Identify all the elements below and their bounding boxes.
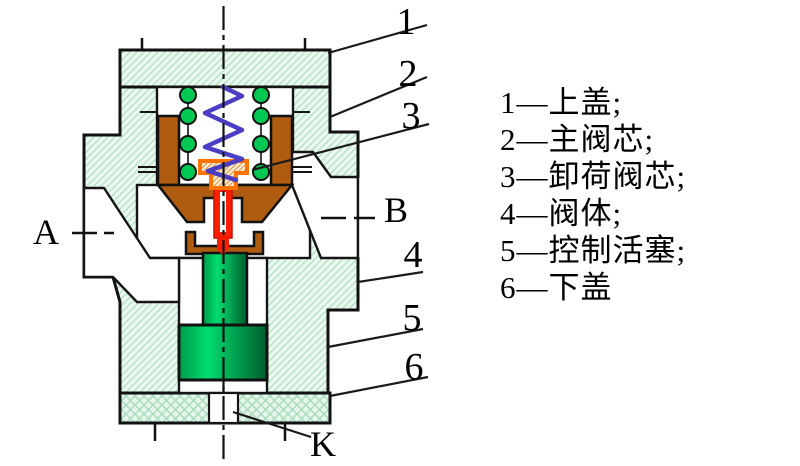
callout-number-3: 3 — [402, 95, 421, 137]
port-label-a: A — [33, 212, 59, 252]
seat-seam-lines — [138, 111, 312, 173]
legend-item-6: 6—下盖 — [500, 270, 613, 305]
main-core-body — [155, 183, 295, 224]
legend-item-3: 3—卸荷阀芯; — [500, 159, 687, 194]
port-a-cavity — [82, 186, 181, 304]
piston-stem — [201, 251, 249, 327]
leader-2 — [329, 75, 428, 119]
callout-number-6: 6 — [405, 346, 424, 388]
alignment-ticks — [140, 38, 307, 441]
main-core-left-wall — [156, 114, 181, 187]
callout-number-5: 5 — [403, 297, 422, 339]
port-label-k: K — [310, 424, 336, 464]
leader-3 — [251, 122, 430, 172]
legend: 1—上盖; 2—主阀芯; 3—卸荷阀芯; 4—阀体; 5—控制活塞; 6—下盖 — [500, 84, 686, 306]
outer-spring-section — [179, 86, 270, 181]
leader-4 — [357, 270, 424, 284]
callout-number-1: 1 — [397, 1, 416, 43]
leader-5 — [327, 327, 424, 349]
callout-leaders — [232, 23, 430, 439]
callout-number-2: 2 — [399, 53, 418, 95]
leader-6 — [329, 375, 429, 398]
port-label-b: B — [384, 190, 408, 230]
legend-item-1: 1—上盖; — [500, 85, 623, 120]
leader-k — [232, 410, 312, 439]
legend-item-2: 2—主阀芯; — [500, 122, 655, 157]
main-core-right-wall — [269, 114, 294, 187]
callout-number-4: 4 — [404, 234, 423, 276]
legend-item-5: 5—控制活塞; — [500, 233, 687, 268]
legend-item-4: 4—阀体; — [500, 196, 623, 231]
leader-1 — [327, 23, 428, 55]
top-cover — [118, 48, 332, 89]
